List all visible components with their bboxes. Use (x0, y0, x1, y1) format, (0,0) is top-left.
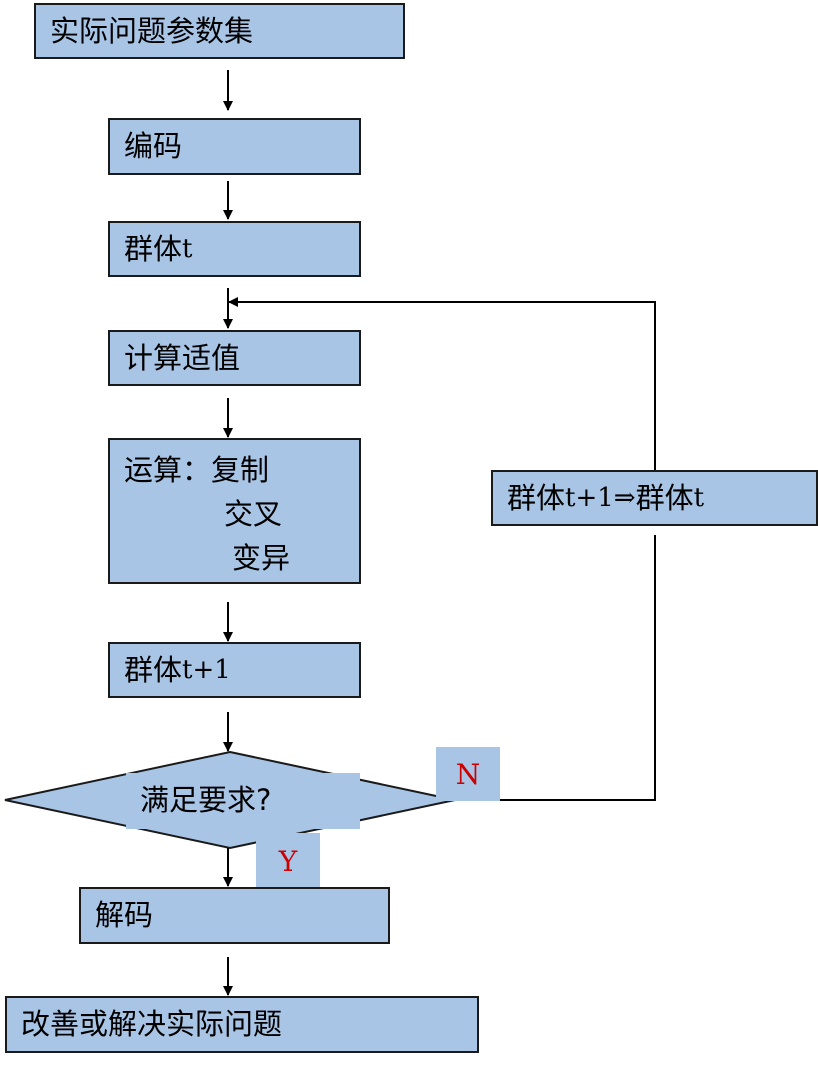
encode-label: 编码 (124, 129, 183, 163)
operations-box: 运算：复制 交叉 变异 (108, 438, 361, 584)
input-params-label: 实际问题参数集 (50, 13, 254, 48)
operations-row-copy: 运算：复制 (124, 454, 290, 498)
operation-mutation: 变异 (232, 541, 291, 575)
loop-no-branch-line (500, 535, 656, 801)
operations-list: 运算：复制 交叉 变异 (124, 454, 290, 586)
solve-label: 改善或解决实际问题 (21, 1007, 283, 1041)
operation-copy: 复制 (211, 453, 270, 487)
condition-label: 满足要求? (140, 783, 272, 817)
operations-row-mutation: 变异 (124, 542, 290, 586)
input-params-box: 实际问题参数集 (34, 3, 405, 59)
population-next-label-var: t+1 (182, 655, 231, 685)
replace-label-var-1: t+1⇒ (565, 483, 636, 513)
operations-row-crossover: 交叉 (124, 498, 290, 542)
decode-label: 解码 (95, 898, 154, 932)
replace-label-cn-2: 群体 (635, 480, 694, 515)
replace-label-cn-1: 群体 (507, 480, 566, 515)
yes-branch-label: Y (256, 833, 320, 889)
replace-label-var-2: t (693, 483, 705, 513)
condition-label-background (126, 773, 360, 829)
fitness-label: 计算适值 (124, 340, 241, 375)
fitness-box: 计算适值 (108, 330, 361, 386)
no-branch-label: N (436, 747, 500, 801)
population-next-label-cn: 群体 (124, 652, 183, 687)
operations-label: 运算： (124, 453, 212, 487)
operation-crossover: 交叉 (224, 497, 283, 531)
encode-box: 编码 (108, 118, 361, 175)
solve-box: 改善或解决实际问题 (5, 996, 479, 1053)
population-t-label-cn: 群体 (124, 231, 183, 266)
population-t-label-var: t (182, 234, 193, 264)
decode-box: 解码 (79, 887, 390, 944)
loop-back-arrow (228, 297, 656, 470)
